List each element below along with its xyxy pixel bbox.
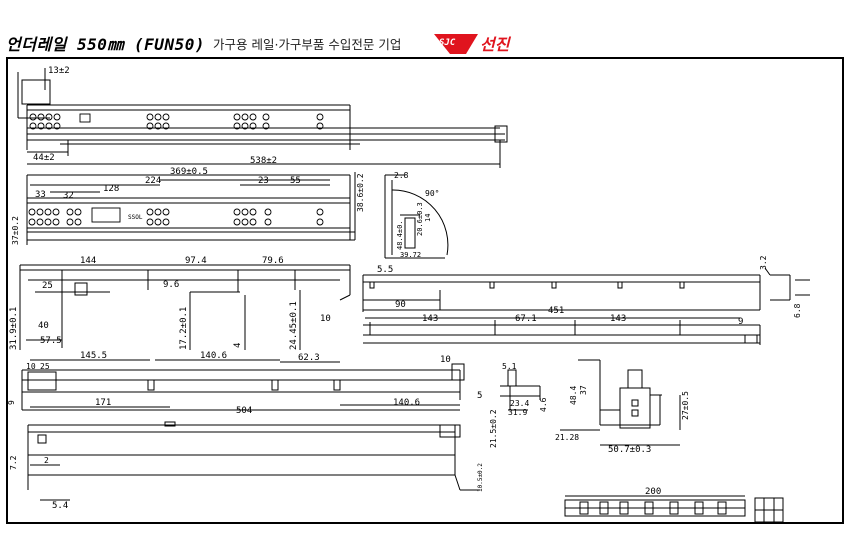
dim-62-3: 62.3	[298, 353, 320, 363]
dim-55: 55	[290, 176, 301, 186]
dim-6-8: 6.8	[793, 303, 802, 318]
dim-171: 171	[95, 398, 111, 408]
dim-50-7: 50.7±0.3	[608, 445, 651, 455]
dim-5-1: 5.1	[502, 362, 517, 371]
dim-145-5: 145.5	[80, 351, 107, 361]
dim-39-72: 39.72	[400, 251, 421, 259]
dim-9-6: 9.6	[163, 280, 179, 290]
clip-part-view: 200	[564, 487, 784, 523]
dim-23-4: 23.4	[510, 399, 529, 408]
dim-4-6: 4.6	[539, 397, 548, 412]
dim-7-2: 7.2	[9, 455, 18, 470]
dim-9-b: 9	[7, 400, 16, 405]
right-rail-view: 5.5 90 451 10 143 67.1 143 9 3.2 6.8	[320, 255, 810, 345]
dim-538: 538±2	[250, 156, 277, 166]
dim-20-6: 20.6±0.3	[416, 202, 424, 236]
dim-25: 25	[42, 281, 53, 291]
dim-48-4-b: 48.4	[569, 386, 578, 405]
brand-mark: SSOL	[128, 214, 143, 221]
dim-79-6: 79.6	[262, 256, 284, 266]
bottom-rail-view: 145.5 140.6 62.3 10 10 25 9 171 504 140.…	[7, 351, 482, 416]
dim-90: 90	[395, 300, 406, 310]
dim-40: 40	[38, 321, 49, 331]
dim-33: 33	[35, 190, 46, 200]
dim-140-6: 140.6	[200, 351, 227, 361]
logo-mark: SJC	[439, 38, 456, 48]
dim-31-9-b: 31.9	[508, 408, 527, 417]
dim-143-a: 143	[422, 314, 438, 324]
dim-90-degree: 90°	[425, 189, 439, 198]
dim-10-5: 10.5±0.2	[477, 463, 484, 492]
profile-view: 5.1 23.4 31.9 4.6 21.5±0.2	[489, 362, 548, 448]
bracket-view: 48.4 37 21.28 50.7±0.3 27±0.5	[555, 359, 690, 455]
dim-2-8: 2.8	[394, 171, 409, 180]
drawing-frame	[6, 57, 844, 524]
dim-17-2: 17.2±0.1	[179, 307, 189, 350]
logo-shape	[434, 34, 478, 54]
dim-24-45: 24.45±0.1	[289, 301, 299, 350]
page-subtitle: 가구용 레일·가구부품 수입전문 기업	[212, 36, 402, 52]
dim-10-b: 10	[440, 355, 451, 365]
dim-144: 144	[80, 256, 96, 266]
dim-5-4: 5.4	[52, 501, 68, 511]
dim-44: 44±2	[33, 153, 55, 163]
lower-rail-view: 2 7.2 5.4 10.5±0.2	[9, 421, 484, 511]
dim-13: 13±2	[48, 66, 70, 76]
dim-21-5: 21.5±0.2	[489, 409, 498, 448]
plan-view: 369±0.5 224 128 33 32 23 55 SSOL 38.6±0.…	[11, 167, 365, 245]
dim-3-2: 3.2	[759, 255, 768, 270]
dim-21-28: 21.28	[555, 433, 579, 442]
dim-9: 9	[738, 317, 743, 327]
dim-32: 32	[63, 191, 74, 201]
side-view: 144 97.4 79.6 25 9.6 40 57.5 31.9±0.1 17…	[9, 256, 351, 350]
logo-text: 선진	[480, 35, 512, 54]
dim-27: 27±0.5	[681, 391, 690, 420]
dim-10-left: 10	[26, 362, 36, 371]
dim-14: 14	[424, 214, 432, 222]
dim-504: 504	[236, 406, 252, 416]
company-logo: SJC 선진	[434, 34, 512, 54]
top-rail-view: 13±2 44±2 538±2	[17, 66, 508, 168]
dim-67-1: 67.1	[515, 314, 537, 324]
dim-451: 451	[548, 306, 564, 316]
dim-224: 224	[145, 176, 161, 186]
dim-31-9: 31.9±0.1	[9, 307, 19, 350]
dim-48-4: 48.4±0.	[396, 220, 404, 250]
dim-4: 4	[233, 343, 243, 348]
dim-38: 38.6±0.2	[356, 173, 365, 212]
dim-57-5: 57.5	[40, 336, 62, 346]
dim-23: 23	[258, 176, 269, 186]
section-arc-view: 2.8 90° 48.4±0. 20.6±0.3 14 39.72	[384, 171, 449, 259]
page-title: 언더레일 550㎜ (FUN50)	[6, 35, 205, 54]
dim-2: 2	[44, 456, 49, 465]
dim-5: 5	[477, 391, 482, 401]
dim-37-b: 37	[579, 385, 588, 395]
dim-143-b: 143	[610, 314, 626, 324]
dim-10: 10	[320, 314, 331, 324]
dim-37: 37±0.2	[11, 216, 20, 245]
dim-5-5: 5.5	[377, 265, 393, 275]
dim-369: 369±0.5	[170, 167, 208, 177]
dim-128: 128	[103, 184, 119, 194]
dim-25-b: 25	[40, 362, 50, 371]
dim-140-6-b: 140.6	[393, 398, 420, 408]
dim-97-4: 97.4	[185, 256, 207, 266]
header: 언더레일 550㎜ (FUN50) 가구용 레일·가구부품 수입전문 기업	[6, 30, 401, 56]
dim-200: 200	[645, 487, 661, 497]
